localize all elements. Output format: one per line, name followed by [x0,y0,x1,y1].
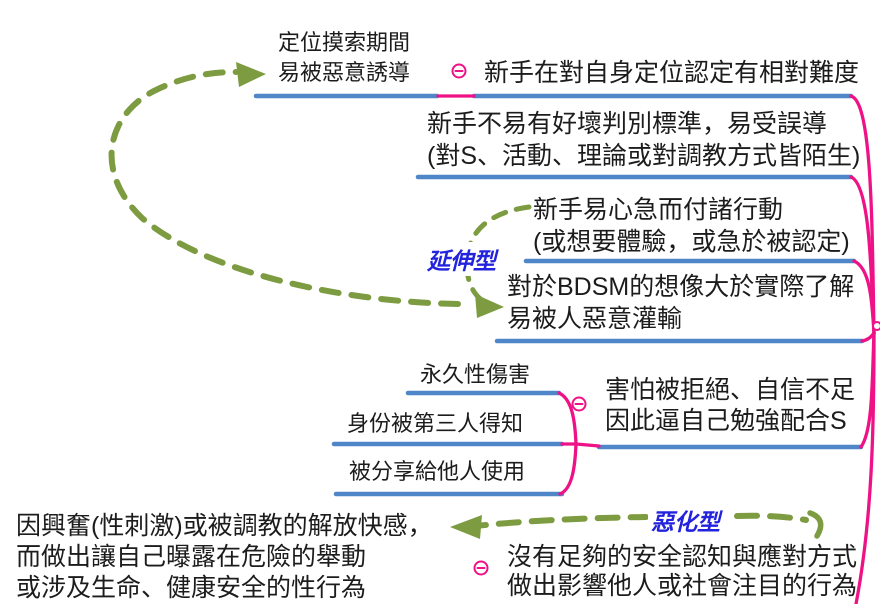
arrowhead-to-bdsm [475,294,504,318]
relationship-label-worsening[interactable]: 惡化型 [648,503,723,537]
branch-root-6 [854,331,876,604]
branch-left-to-fear [574,442,601,448]
topic-bdsm-imagination[interactable]: 對於BDSM的想像大於實際了解 易被人惡意灌輸 [507,273,855,333]
topic-shared-to-others[interactable]: 被分享給他人使用 [349,459,526,484]
relationship-arrow-worsening-right[interactable] [734,512,809,523]
topic-fear-rejection[interactable]: 害怕被拒絕、自信不足 因此逼自己勉強配合S [605,376,856,435]
topic-newbie-impatient[interactable]: 新手易心急而付諸行動 (或想要體驗，或急於被認定) [533,196,850,256]
chevron-arrow-right [807,510,824,539]
collapse-icon[interactable] [473,560,489,576]
topic-excitement-risk[interactable]: 因興奮(性刺激)或被調教的解放快感， 而做出讓自己曝露在危險的舉動 或涉及生命、… [16,512,433,602]
relationship-label-extension[interactable]: 延伸型 [424,242,499,276]
topic-newbie-identity[interactable]: 新手在對自身定位認定有相對難度 [484,59,860,87]
topic-newbie-judgement[interactable]: 新手不易有好壞判別標準，易受誤導 (對S、活動、理論或對調教方式皆陌生) [427,110,861,170]
relationship-arrow-loop[interactable] [108,69,461,307]
topic-identity-leaked[interactable]: 身份被第三人得知 [347,411,524,436]
branch-left-1 [557,391,578,446]
collapse-icon[interactable] [571,396,587,412]
root-node-dot[interactable] [872,321,880,331]
branch-left-3 [558,442,578,496]
topic-positioning-phase[interactable]: 定位摸索期間 易被惡意誘導 [278,30,411,85]
arrowhead-to-excitement [450,515,482,539]
topic-permanent-harm[interactable]: 永久性傷害 [420,362,531,387]
topic-no-safety-awareness[interactable]: 沒有足夠的安全認知與應對方式 做出影響他人或社會注目的行為 [507,543,858,600]
relationship-arrow-worsening-left[interactable] [463,514,649,530]
collapse-icon[interactable] [451,63,467,79]
arrowhead-to-positioning [236,62,266,87]
